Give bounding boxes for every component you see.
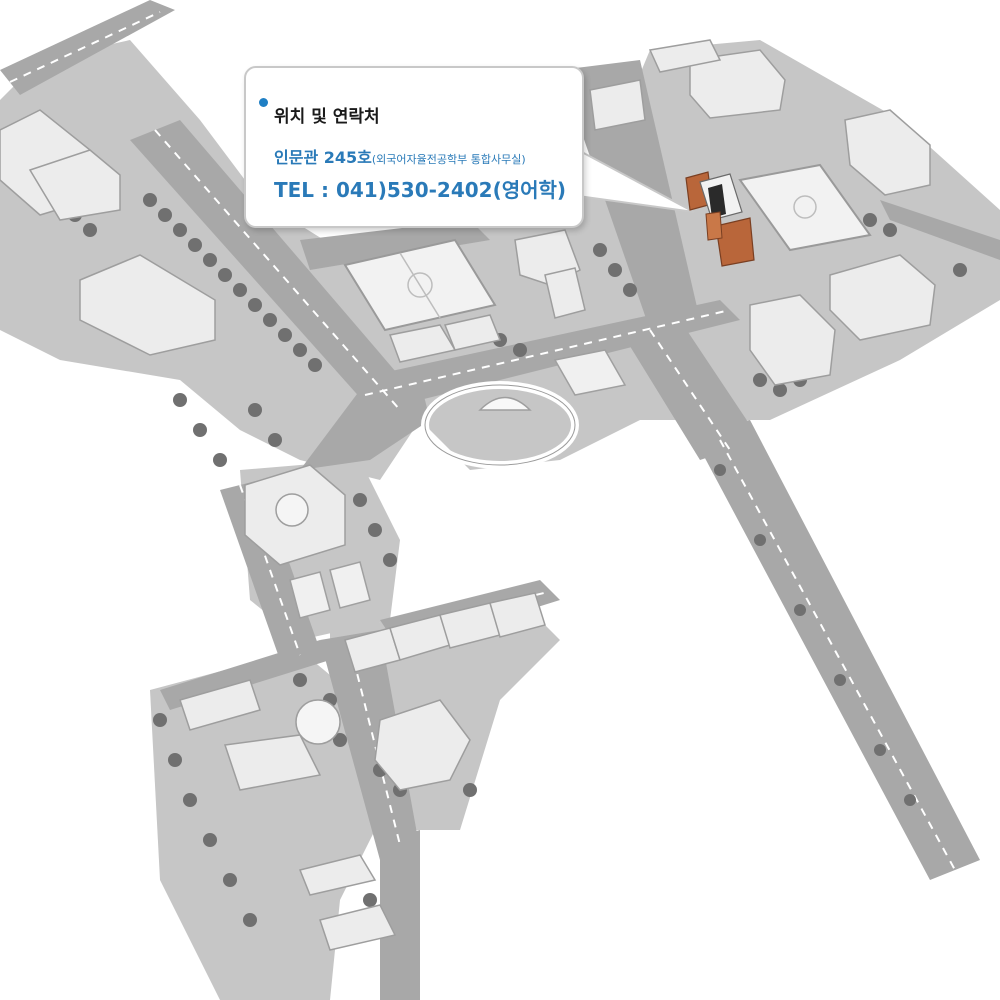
dot-bullet-icon — [259, 98, 268, 107]
highlighted-building — [685, 171, 755, 267]
dome-building — [295, 699, 341, 745]
location-info-box: 위치 및 연락처 인문관 245호(외국어자율전공학부 통합사무실) TEL :… — [244, 66, 584, 228]
info-title: 위치 및 연락처 — [274, 107, 380, 127]
room-department: (외국어자율전공학부 통합사무실) — [371, 153, 526, 166]
phone-number: TEL : 041)530-2402(영어학) — [274, 178, 567, 202]
rotunda-building — [275, 493, 309, 527]
room-line: 인문관 245호(외국어자율전공학부 통합사무실) — [274, 144, 526, 168]
stadium-stand — [478, 396, 532, 411]
sports-fields — [289, 163, 872, 619]
room-number: 인문관 245호 — [274, 148, 372, 167]
